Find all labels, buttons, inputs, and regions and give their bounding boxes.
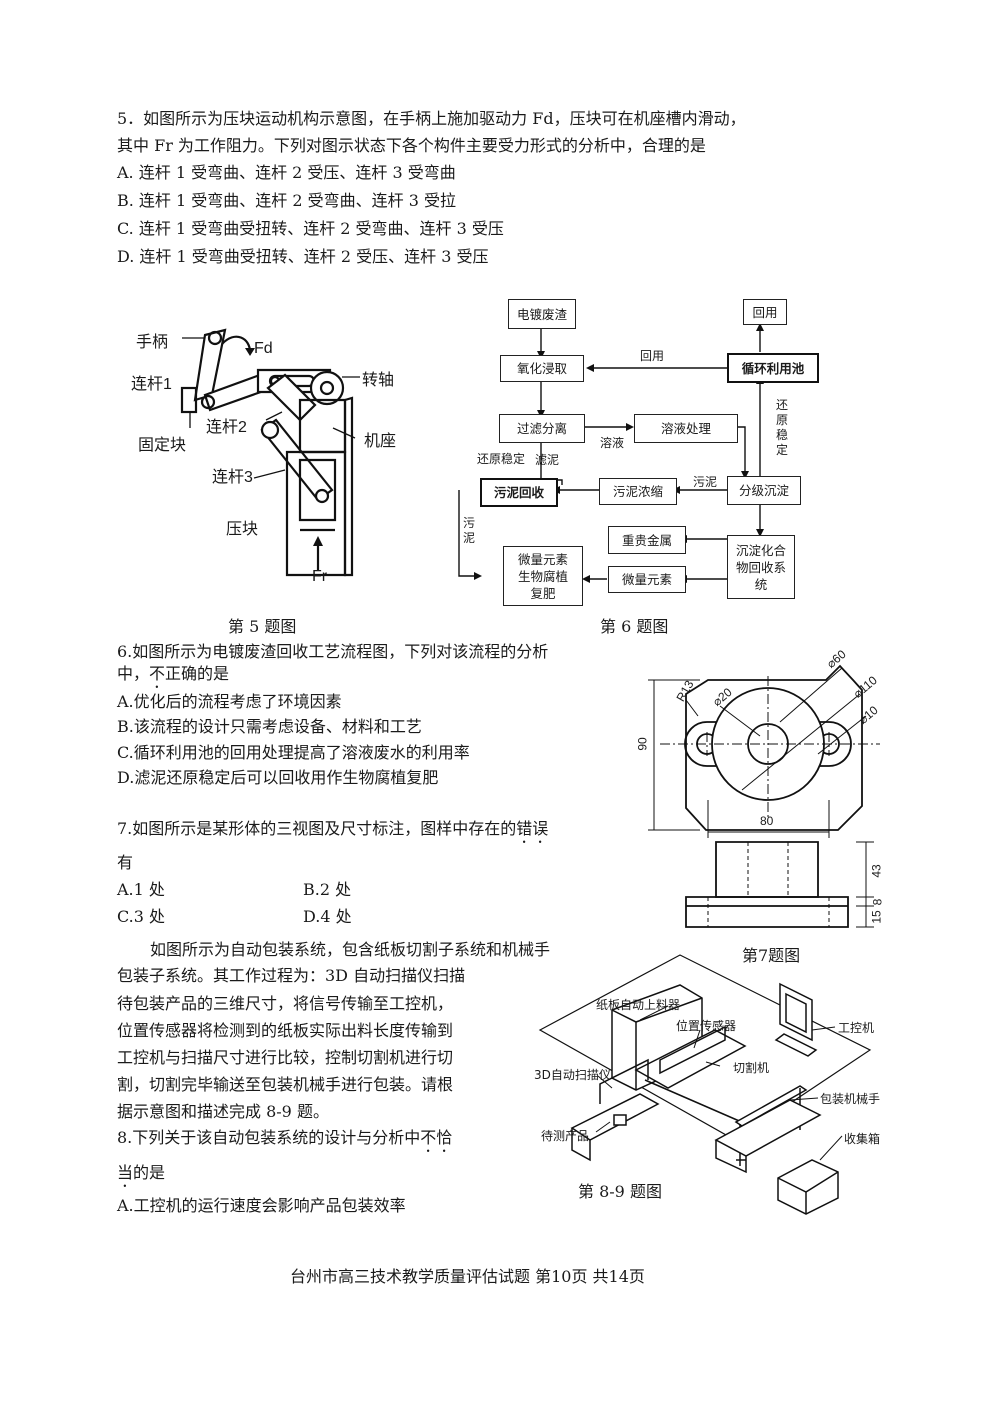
q89-intro-line7: 据示意图和描述完成 8-9 题。 (117, 1102, 329, 1121)
q8-option-a: A.工控机的运行速度会影响产品包装效率 (117, 1196, 406, 1215)
flow-node-sludge-recover: 污泥回收 (480, 478, 558, 507)
flow-edge-sludge-a: 污泥 (693, 475, 718, 489)
flow-edge-reduce-stable: 还原稳定 (775, 398, 788, 457)
flow-node-graded-settle: 分级沉淀 (727, 476, 801, 505)
q5-label-axis: 转轴 (362, 372, 395, 389)
q7-dim-h90: 90 (635, 737, 650, 751)
q89-label-scanner: 3D自动扫描仪 (534, 1068, 611, 1082)
q7-dim-d10: ⌀10 (855, 703, 881, 727)
q89-label-product: 待测产品 (541, 1129, 590, 1143)
q5-figure-caption: 第 5 题图 (228, 617, 297, 636)
q6-stem-post: 正确的是 (165, 664, 230, 683)
q6-stem-line1: 6.如图所示为电镀废渣回收工艺流程图，下列对该流程的分析 (117, 642, 549, 661)
flow-edge-reuse: 回用 (640, 349, 665, 363)
q7-stem-pre: 7.如图所示是某形体的三视图及尺寸标注，图样中存在的 (117, 819, 517, 838)
q8-stem-line1: 8.下列关于该自动包装系统的设计与分析中不恰 (117, 1128, 452, 1156)
flow-node-filter: 过滤分离 (499, 414, 585, 443)
flow-edge-sludge-b: 污泥 (462, 516, 475, 545)
q7-option-b: B.2 处 (303, 880, 352, 899)
flow-edge-stabilize: 还原稳定 (477, 452, 526, 466)
flow-node-precip-system: 沉淀化合物回收系统 (727, 535, 795, 599)
q5-label-link2: 连杆2 (206, 419, 247, 436)
q6-stem-pre: 中， (117, 664, 150, 683)
q7-stem-line2: 有 (117, 853, 134, 872)
flow-edge-filter-mud: 滤泥 (535, 453, 560, 467)
q8-stem-emphasis-2: 当 (117, 1163, 134, 1182)
q6-option-d: D.滤泥还原稳定后可以回收用作生物腐植复肥 (117, 768, 439, 787)
q7-option-d: D.4 处 (303, 907, 352, 926)
q8-stem-emphasis: 不恰 (420, 1128, 453, 1147)
q7-dim-h15: 15 (869, 910, 884, 924)
flow-node-solution-treat: 溶液处理 (634, 414, 738, 443)
flow-node-slag: 电镀废渣 (508, 299, 576, 329)
q5-label-press-block: 压块 (226, 521, 259, 538)
page-footer: 台州市高三技术教学质量评估试题 第10页 共14页 (290, 1267, 645, 1286)
q8-stem-pre: 8.下列关于该自动包装系统的设计与分析中 (117, 1128, 421, 1147)
flow-edge-solution: 溶液 (600, 436, 625, 450)
q6-stem-line2: 中，不正确的是 (117, 664, 229, 692)
q7-dim-r13: R13 (673, 677, 697, 705)
q5-option-b: B. 连杆 1 受弯曲、连杆 2 受弯曲、连杆 3 受拉 (117, 191, 456, 210)
q7-dim-h43: 43 (869, 864, 884, 878)
q89-label-robot: 包装机械手 (820, 1092, 881, 1106)
q89-intro-line1: 如图所示为自动包装系统，包含纸板切割子系统和机械手 (150, 940, 551, 959)
q6-option-b: B.该流程的设计只需考虑设备、材料和工艺 (117, 717, 422, 736)
q89-label-feeder: 纸板自动上料器 (596, 998, 681, 1012)
q7-figure-caption: 第7题图 (742, 946, 801, 965)
q5-stem-line2: 其中 Fr 为工作阻力。下列对图示状态下各个构件主要受力形式的分析中，合理的是 (117, 136, 706, 155)
q5-option-c: C. 连杆 1 受弯曲受扭转、连杆 2 受弯曲、连杆 3 受压 (117, 219, 504, 238)
q89-label-controller: 工控机 (838, 1021, 875, 1035)
flow-node-fertilizer: 微量元素生物腐植复肥 (503, 546, 583, 606)
q6-figure-caption: 第 6 题图 (600, 617, 669, 636)
flow-node-oxidize: 氧化浸取 (500, 355, 584, 382)
q5-label-fr: Fr (312, 568, 328, 585)
q8-stem-line2: 当的是 (117, 1163, 165, 1191)
q5-label-handle: 手柄 (136, 334, 169, 351)
q89-label-cutter: 切割机 (733, 1061, 770, 1075)
q8-stem-post: 的是 (133, 1163, 166, 1182)
q7-dim-w80: 80 (760, 814, 774, 828)
q7-dim-d20: ⌀20 (709, 685, 735, 709)
flow-node-precious-metal: 重贵金属 (608, 526, 686, 554)
q7-stem-emphasis: 错误 (516, 819, 549, 838)
q7-option-a: A.1 处 (117, 880, 165, 899)
flow-node-trace-element: 微量元素 (608, 566, 686, 593)
flow-node-recycle-pool: 循环利用池 (727, 353, 819, 383)
q89-intro-line4: 位置传感器将检测到的纸板实际出料长度传输到 (117, 1021, 454, 1040)
q7-option-c: C.3 处 (117, 907, 166, 926)
q5-option-d: D. 连杆 1 受弯曲受扭转、连杆 2 受压、连杆 3 受压 (117, 247, 489, 266)
q89-intro-line5: 工控机与扫描尺寸进行比较，控制切割机进行切 (117, 1048, 454, 1067)
q7-dim-d60: ⌀60 (823, 647, 849, 671)
q5-label-fd: Fd (254, 340, 273, 357)
q89-label-sensor: 位置传感器 (676, 1019, 737, 1033)
q89-figure-caption: 第 8-9 题图 (578, 1182, 662, 1201)
q6-stem-emphasis: 不 (149, 664, 166, 683)
q5-label-link1: 连杆1 (131, 376, 172, 393)
q7-dim-d110: ⌀110 (850, 673, 880, 701)
q89-intro-line2: 包装子系统。其工作过程为：3D 自动扫描仪扫描 (117, 966, 466, 985)
q89-label-box: 收集箱 (844, 1132, 881, 1146)
flow-node-sludge-concentrate: 污泥浓缩 (599, 478, 677, 505)
q6-option-a: A.优化后的流程考虑了环境因素 (117, 692, 342, 711)
flow-node-reuse-top: 回用 (743, 299, 787, 325)
q7-stem-line1: 7.如图所示是某形体的三视图及尺寸标注，图样中存在的错误 (117, 819, 548, 847)
q6-option-c: C.循环利用池的回用处理提高了溶液废水的利用率 (117, 743, 470, 762)
q7-dim-h8: 8 (870, 898, 885, 906)
q5-label-base: 机座 (364, 433, 397, 450)
q5-label-link3: 连杆3 (212, 469, 253, 486)
q5-option-a: A. 连杆 1 受弯曲、连杆 2 受压、连杆 3 受弯曲 (117, 163, 456, 182)
q89-intro-line3: 待包装产品的三维尺寸，将信号传输至工控机， (117, 994, 454, 1013)
q5-stem-line1: 5．如图所示为压块运动机构示意图，在手柄上施加驱动力 Fd，压块可在机座槽内滑动… (117, 109, 746, 128)
q5-label-fixed-block: 固定块 (138, 437, 187, 454)
q89-intro-line6: 割，切割完毕输送至包装机械手进行包装。请根 (117, 1075, 454, 1094)
